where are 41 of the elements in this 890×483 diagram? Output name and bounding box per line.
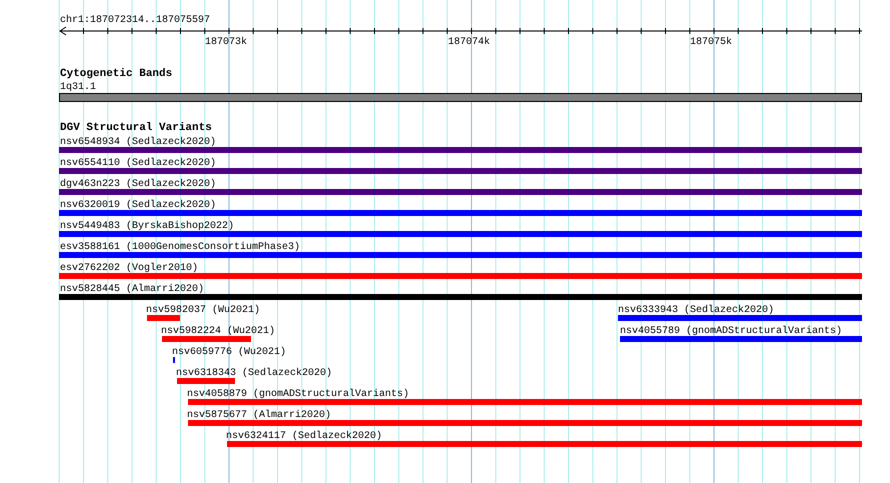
location-label: chr1:187072314..187075597 [60,15,210,26]
variant-bar [618,315,862,321]
feature-label: nsv6318343 (Sedlazeck2020) [176,368,332,379]
feature-label: nsv5875677 (Almarri2020) [187,410,332,421]
feature-label: nsv5982224 (Wu2021) [161,326,276,337]
feature-label: nsv4055789 (gnomADStructuralVariants) [620,326,842,337]
variant-bar [59,210,862,216]
variant-bar [188,399,862,405]
variant-bar [59,189,862,195]
feature-label: dgv463n223 (Sedlazeck2020) [60,179,216,190]
variant-bar [227,441,862,447]
variant-bar [59,168,862,174]
variant-bar [177,378,235,384]
variant-bar [59,273,862,279]
feature-label: nsv5828445 (Almarri2020) [60,284,204,295]
variant-bar [59,294,862,300]
feature-label: nsv6324117 (Sedlazeck2020) [226,431,382,442]
cytoband-bar [59,93,862,102]
variant-bar [59,147,862,153]
band-label: 1q31.1 [60,82,96,93]
variant-bar [188,420,862,426]
feature-label: nsv6059776 (Wu2021) [172,347,286,358]
tick-label: 187075k [690,37,732,48]
feature-label: nsv6548934 (Sedlazeck2020) [60,137,216,148]
variant-bar [59,231,862,237]
feature-label: nsv4058879 (gnomADStructuralVariants) [187,389,410,400]
feature-label: nsv6320019 (Sedlazeck2020) [60,200,216,211]
feature-label: nsv5982037 (Wu2021) [146,305,260,316]
feature-label: esv2762202 (Vogler2010) [60,263,198,274]
feature-label: nsv6333943 (Sedlazeck2020) [618,305,774,316]
variant-bar [162,336,251,342]
tick-label: 187074k [448,37,490,48]
variant-bar [620,336,862,342]
feature-label: nsv6554110 (Sedlazeck2020) [60,158,216,169]
variant-bar [59,252,862,258]
variant-bar [147,315,180,321]
feature-label: esv3588161 (1000GenomesConsortiumPhase3) [60,242,300,253]
track-title: DGV Structural Variants [60,122,212,134]
feature-label: nsv5449483 (ByrskaBishop2022) [60,221,234,232]
track-title: Cytogenetic Bands [60,68,172,80]
tick-label: 187073k [205,37,248,48]
